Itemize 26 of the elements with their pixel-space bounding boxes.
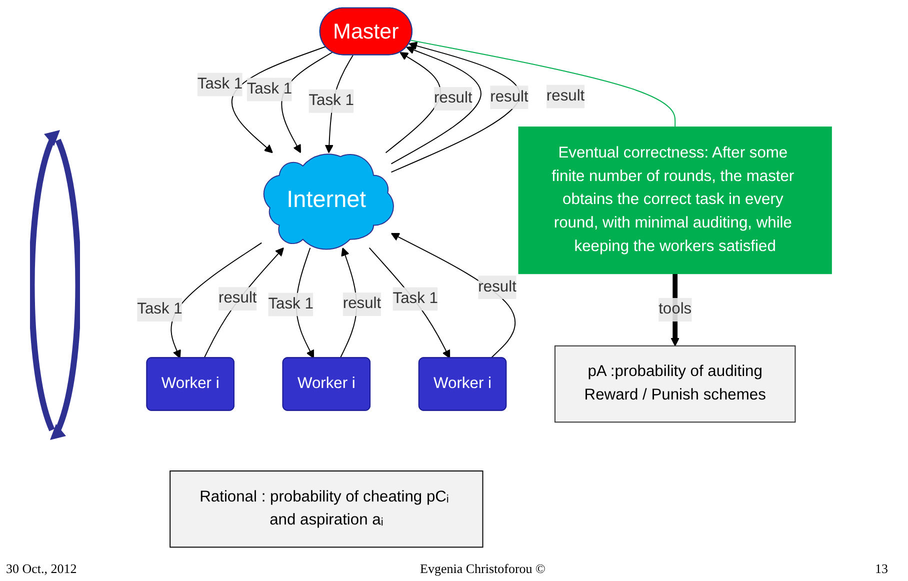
arrow xyxy=(170,242,262,358)
edge-label: Task 1 xyxy=(308,92,354,109)
arrow xyxy=(368,247,450,358)
page-number: 13 xyxy=(875,561,888,577)
edge-label: Task 1 xyxy=(136,300,182,318)
edge-label: result xyxy=(546,88,584,104)
edge-label: Task 1 xyxy=(268,296,314,312)
edge-label: Task 1 xyxy=(197,76,242,92)
arrow xyxy=(390,232,516,359)
arrow xyxy=(390,46,481,164)
arrow xyxy=(231,46,326,154)
edge-label: result xyxy=(478,278,516,296)
node-box: Eventual correctness: After some finite number of rounds, the master obtains the correct task in every round, with minimal auditing, while keeping the workers satisfied xyxy=(518,126,832,274)
connector xyxy=(410,40,676,128)
arrow xyxy=(203,247,284,359)
edge-label: Task 1 xyxy=(392,290,438,307)
edge-label: result xyxy=(490,88,528,106)
edge-label: result xyxy=(218,290,256,307)
date-label: 30 Oct., 2012 xyxy=(6,561,77,577)
node-box: Rational : probability of cheating pCᵢ and aspiration aᵢ xyxy=(169,470,483,548)
edge-label: Task 1 xyxy=(246,80,292,98)
edge-label: result xyxy=(434,90,472,107)
edge-label: tools xyxy=(658,300,692,318)
edge-label: result xyxy=(342,295,381,312)
node-box: pA :probability of auditing Reward / Punish schemes xyxy=(554,345,796,423)
author-credit: Evgenia Christoforou © xyxy=(420,561,546,577)
